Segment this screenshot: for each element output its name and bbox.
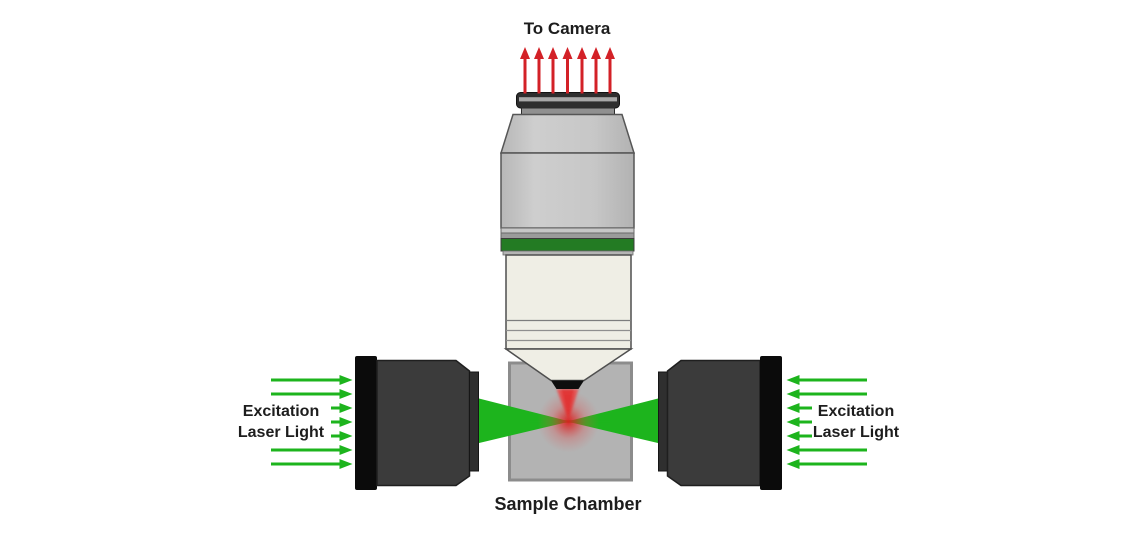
objective-top-cap-stripe <box>519 97 617 102</box>
arrow-head <box>786 403 800 413</box>
arrow-head <box>339 431 353 441</box>
left-objective-front-rim <box>469 371 479 472</box>
left-laser-arrows <box>271 375 353 469</box>
arrow-head <box>534 47 544 59</box>
arrow-head <box>520 47 530 59</box>
arrow-head <box>786 389 800 399</box>
right-laser-arrows <box>786 375 867 469</box>
arrow-head <box>562 47 573 59</box>
objective-shoulder <box>499 113 636 154</box>
excitation-beam-left <box>477 398 570 444</box>
arrow-head <box>605 47 615 59</box>
left-laser-label-line1: Excitation <box>243 403 319 420</box>
emission-cone <box>556 389 579 421</box>
sample-chamber-label: Sample Chamber <box>494 494 641 514</box>
camera-emission-arrows <box>520 47 615 94</box>
objective-collar <box>521 107 615 115</box>
arrow-head <box>339 445 353 455</box>
left-laser-label-line2: Laser Light <box>238 424 325 441</box>
arrow-head <box>339 459 353 469</box>
arrow-head <box>339 389 353 399</box>
objective-body <box>500 152 635 229</box>
left-objective-body <box>376 359 471 487</box>
emission-cone-core <box>561 389 574 417</box>
arrow-head <box>339 375 353 385</box>
arrow-head <box>786 417 800 427</box>
objective-ridge-upper <box>500 227 635 234</box>
right-laser-label-line2: Laser Light <box>813 424 900 441</box>
arrow-head <box>786 375 800 385</box>
arrow-head <box>786 459 800 469</box>
arrow-head <box>339 417 353 427</box>
objective-front-lens-tip <box>551 380 584 389</box>
right-objective-body <box>666 359 761 487</box>
detection-objective <box>499 92 636 389</box>
left-objective-mount-ring <box>355 356 377 490</box>
right-laser-label-line1: Excitation <box>818 403 894 420</box>
objective-ridge-lower <box>500 232 635 239</box>
left-excitation-objective <box>355 356 479 490</box>
right-objective-mount-ring <box>760 356 782 490</box>
right-excitation-objective <box>658 356 782 490</box>
excitation-beam-right <box>567 398 660 444</box>
objective-barrel <box>505 254 632 350</box>
arrow-head <box>339 403 353 413</box>
arrow-head <box>786 445 800 455</box>
objective-green-band <box>500 238 635 252</box>
fluorescence-glow <box>537 390 600 453</box>
arrow-head <box>591 47 601 59</box>
to-camera-label: To Camera <box>524 19 611 38</box>
arrow-head <box>548 47 558 59</box>
arrow-head <box>786 431 800 441</box>
arrow-head <box>577 47 587 59</box>
right-objective-front-rim <box>658 371 668 472</box>
